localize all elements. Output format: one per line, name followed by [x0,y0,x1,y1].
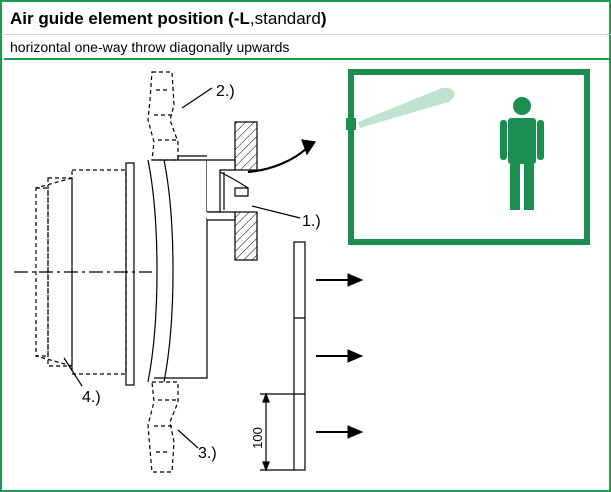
air-guide-element [207,159,249,221]
label-part-4: 4.) [82,389,101,406]
throw-arrows [316,273,364,439]
title-variant: standard [254,9,321,28]
label-part-1: 1.) [302,213,321,230]
title-separator: , [249,9,255,28]
room-pictogram [346,69,590,245]
mounting-wall-curve [147,159,158,383]
upper-flange [147,71,179,161]
air-jet [358,87,455,128]
label-part-2: 2.) [216,83,235,100]
header-divider [4,34,611,35]
person-icon [500,97,544,210]
page-subtitle: horizontal one-way throw diagonally upwa… [10,39,290,55]
page-title: Air guide element position (-L,standard) [10,9,326,29]
dimension-label: 100 [250,427,265,449]
slot-profile [293,241,306,471]
technical-drawing: 2.) 1.) 3.) 4.) 100 [14,69,590,473]
title-code: -L [233,9,250,28]
header: Air guide element position (-L,standard)… [4,4,611,60]
title-prefix: Air guide element position ( [10,9,234,28]
label-part-3: 3.) [198,445,217,462]
title-suffix: ) [320,9,327,28]
ceiling-wall-section [234,121,258,261]
front-plate [125,162,135,386]
air-flow-arrow [247,147,308,174]
lower-flange [147,381,179,473]
dimension-100 [260,392,294,472]
plenum-box [154,159,208,379]
